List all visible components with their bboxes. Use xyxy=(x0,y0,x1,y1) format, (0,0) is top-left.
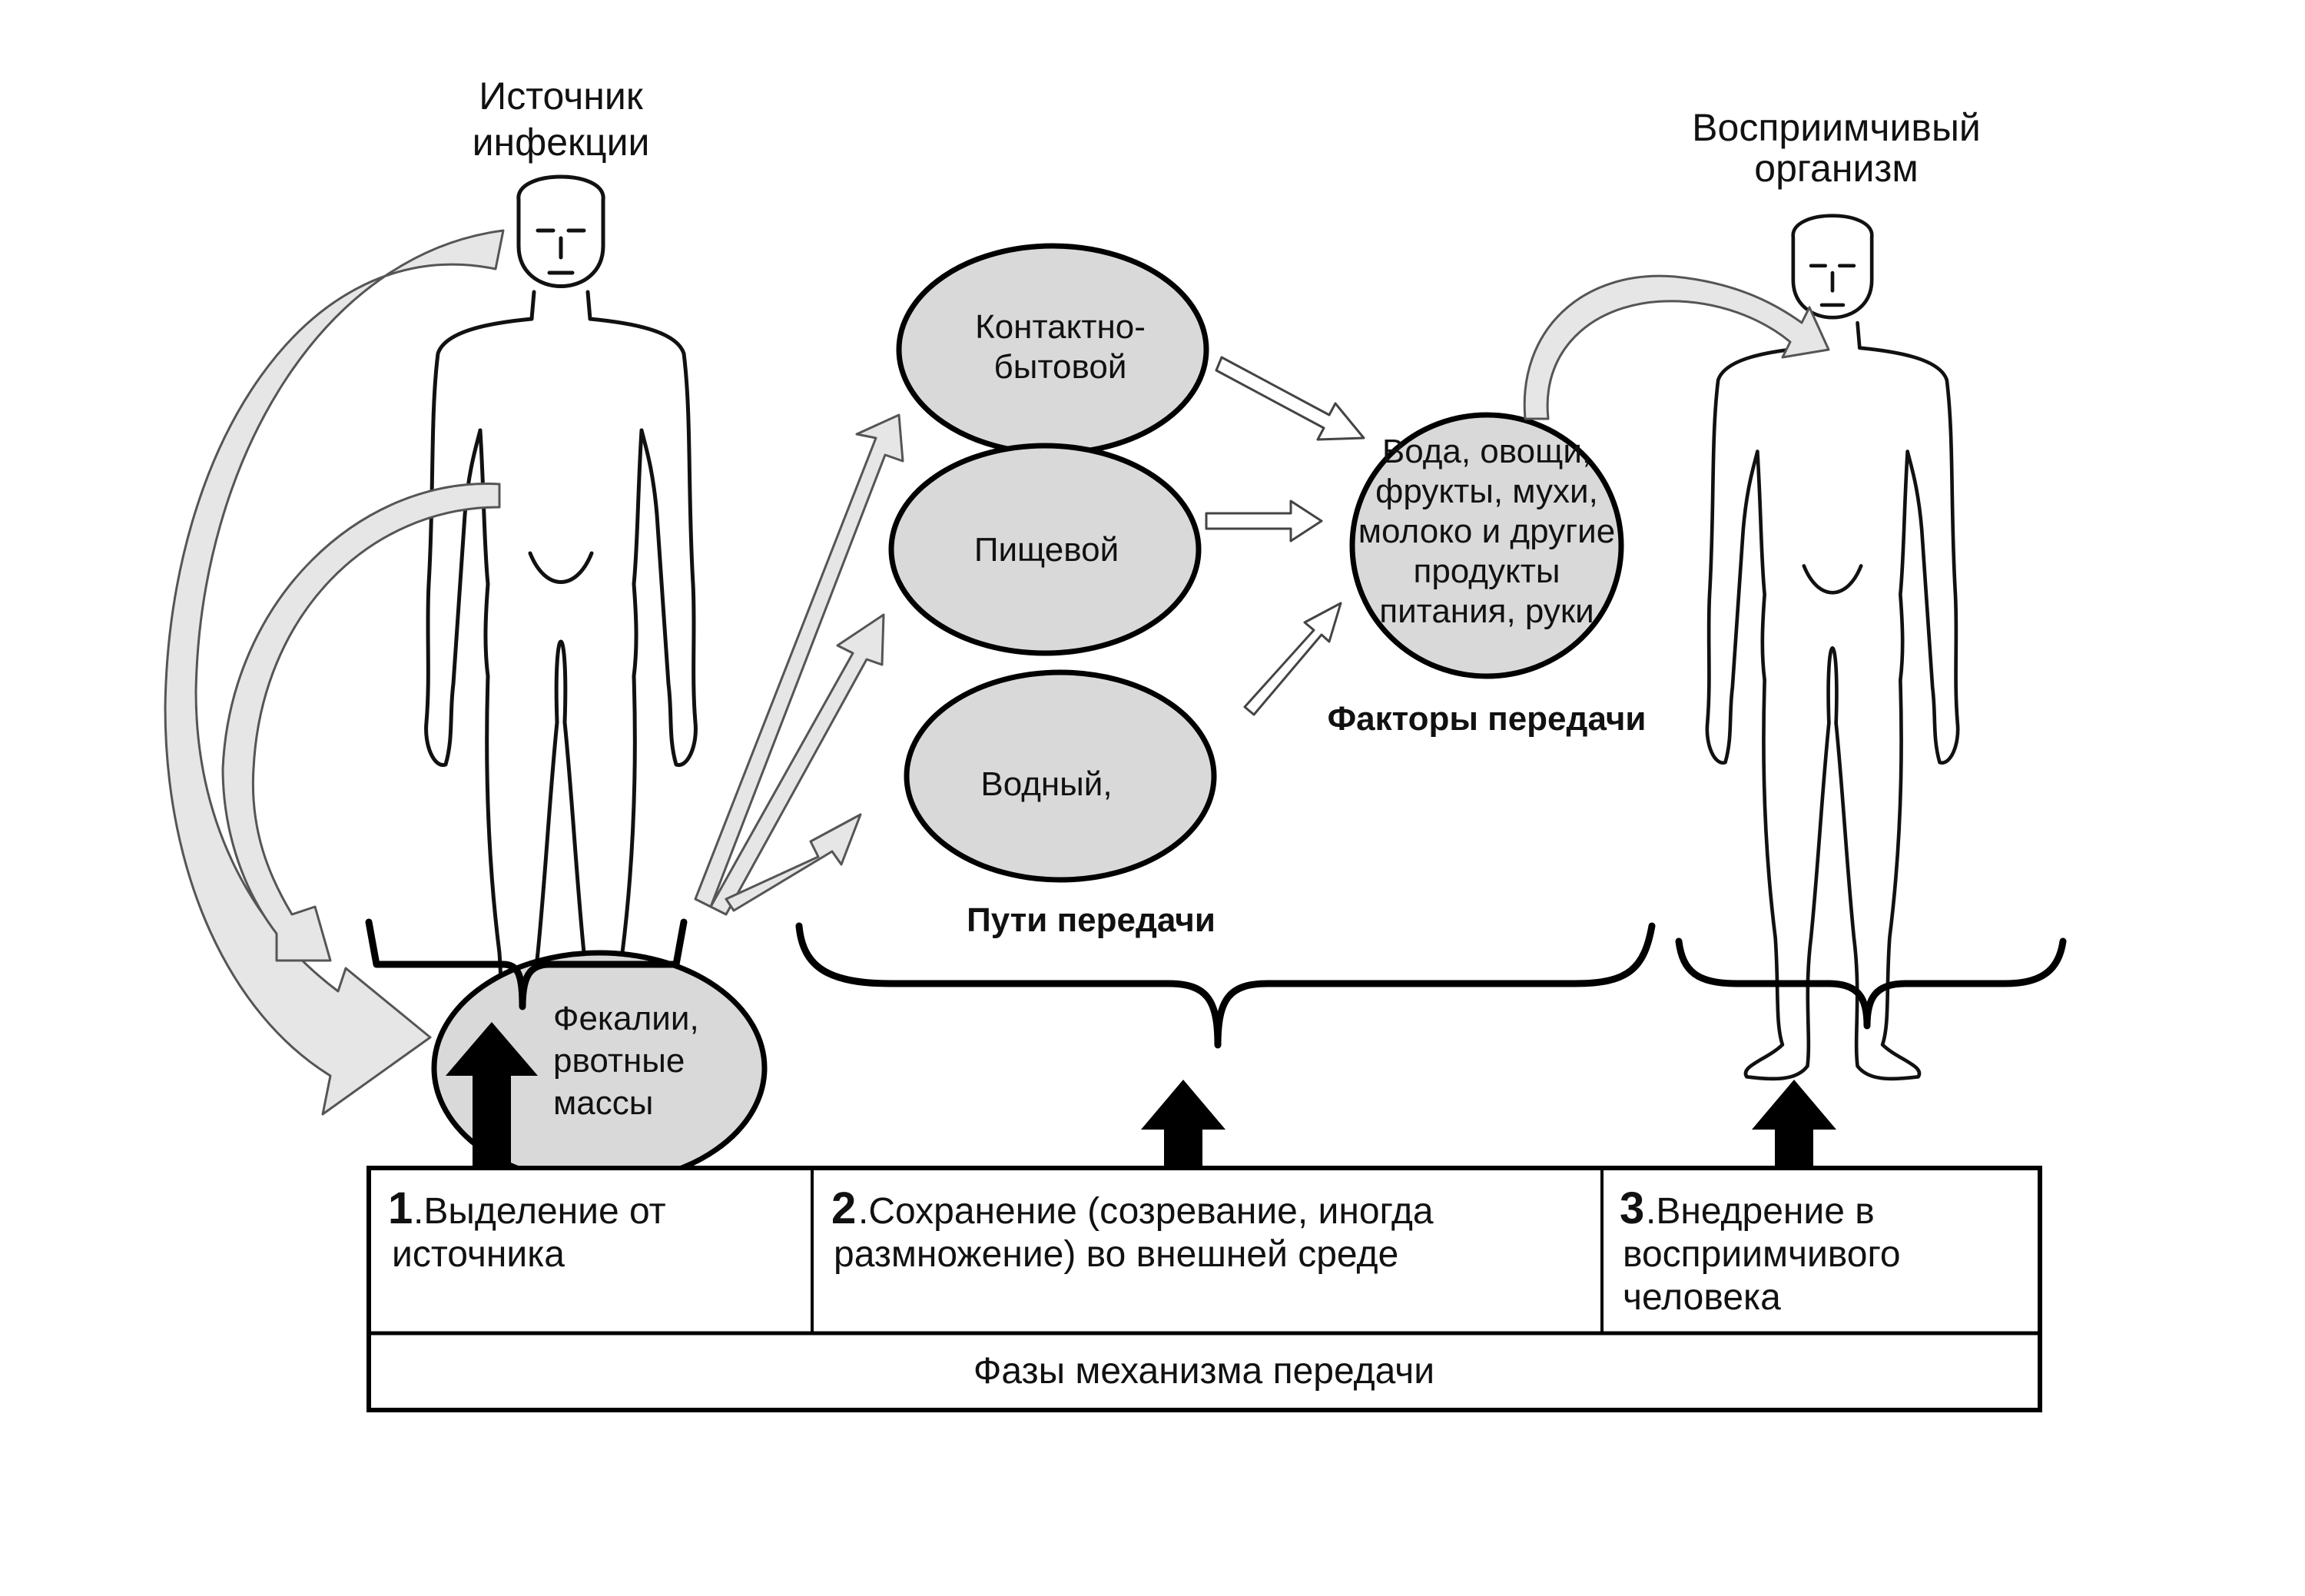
phase-3-line1: .Внедрение в xyxy=(1646,1191,1875,1232)
excreta-line2: рвотные xyxy=(553,1042,685,1080)
route-water-ellipse: Водный, xyxy=(904,669,1217,883)
phase-3-number: 3 xyxy=(1620,1183,1644,1233)
factors-ellipse: Вода, овощи, фрукты, мухи, молоко и друг… xyxy=(1349,412,1624,679)
excreta-line3: массы xyxy=(553,1084,653,1122)
phase-2-line1: .Сохранение (созревание, иногда xyxy=(858,1191,1434,1232)
factors-caption: Факторы передачи xyxy=(1328,700,1647,738)
phase-2-number: 2 xyxy=(831,1183,856,1233)
phase-1-line1: .Выделение от xyxy=(413,1191,666,1232)
excreta-line1: Фекалии, xyxy=(553,1000,699,1037)
phase2-up-arrow xyxy=(1141,1080,1225,1168)
factors-line-2: фрукты, мухи, xyxy=(1375,473,1598,510)
phase-3-line2: восприимчивого xyxy=(1623,1234,1901,1275)
phases-title: Фазы механизма передачи xyxy=(973,1351,1434,1392)
route-contact-line1: Контактно- xyxy=(975,308,1146,346)
factors-line-1: Вода, овощи, xyxy=(1382,433,1591,470)
route-food-label: Пищевой xyxy=(974,531,1119,569)
phase3-up-arrow xyxy=(1752,1080,1836,1168)
routes-to-factors-arrows xyxy=(1205,356,1365,716)
route-contact-ellipse: Контактно- бытовой xyxy=(896,243,1209,456)
factors-line-4: продукты xyxy=(1414,552,1560,590)
source-to-excreta-arrows xyxy=(164,229,505,1116)
phase-1-line2: источника xyxy=(392,1234,565,1275)
excreta-ellipse: Фекалии, рвотные массы xyxy=(431,950,768,1186)
recipient-title-line1: Восприимчивый xyxy=(1692,106,1981,149)
recipient-title-line2: организм xyxy=(1754,147,1918,190)
phases-table xyxy=(366,1166,2042,1412)
routes-caption: Пути передачи xyxy=(967,901,1216,939)
recipient-person-figure xyxy=(1705,214,1960,1081)
routes-brace xyxy=(795,922,1656,1049)
excreta-to-routes-arrows xyxy=(694,413,904,916)
phase-2-line2: размножение) во внешней среде xyxy=(834,1234,1398,1275)
route-water-label: Водный, xyxy=(980,765,1112,803)
phase-1-number: 1 xyxy=(388,1183,413,1233)
phase1-up-arrow xyxy=(446,1022,538,1168)
phase-3-line3: человека xyxy=(1623,1277,1781,1318)
phase-1-cell: 1 .Выделение от источника xyxy=(388,1183,666,1275)
route-food-ellipse: Пищевой xyxy=(888,443,1202,656)
phase-2-cell: 2 .Сохранение (созревание, иногда размно… xyxy=(831,1183,1434,1275)
recipient-brace xyxy=(1675,937,2067,1030)
factors-line-5: питания, руки xyxy=(1379,592,1594,630)
factors-to-recipient-arrow xyxy=(1523,274,1830,420)
source-title-line1: Источник xyxy=(479,75,644,118)
source-brace xyxy=(365,918,688,1010)
source-title-line2: инфекции xyxy=(473,121,650,164)
factors-line-3: молоко и другие xyxy=(1358,513,1615,550)
route-contact-line2: бытовой xyxy=(994,348,1127,386)
phase-3-cell: 3 .Внедрение в восприимчивого человека xyxy=(1620,1183,1901,1318)
